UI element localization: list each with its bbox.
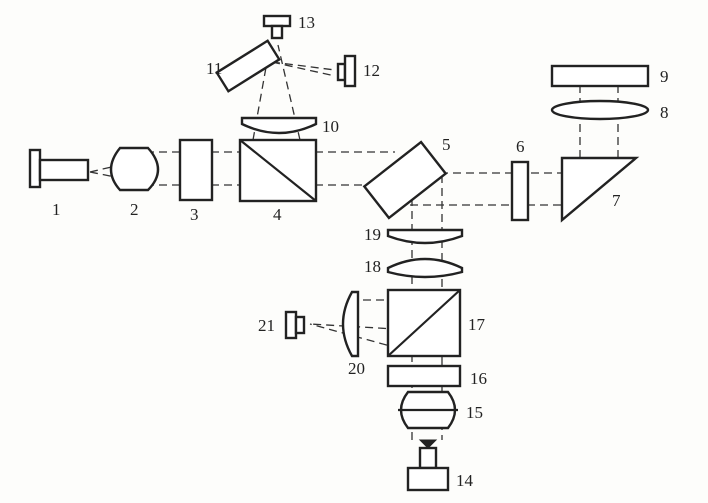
plate-9 [550,64,650,88]
plate-6 [510,160,530,222]
detector-14 [406,439,450,492]
label-12: 12 [363,61,380,80]
mirror-11 [215,39,281,93]
detector-13-head [270,24,284,40]
part-labels: 1 2 3 4 5 6 7 8 9 10 11 12 13 14 15 16 1… [52,13,669,490]
lens-19 [386,228,464,245]
cube-4-diagonal [239,139,317,202]
label-17: 17 [468,315,486,334]
label-13: 13 [298,13,315,32]
label-15: 15 [466,403,483,422]
detector-21-body [284,310,298,340]
label-16: 16 [470,369,487,388]
laser-body [38,158,90,182]
plate-5-body [362,140,448,220]
lens-20 [341,290,360,358]
beam-11-12-lower [271,61,336,77]
label-9: 9 [660,67,669,86]
lens-10 [240,116,318,135]
beam-11-12-upper [271,61,336,71]
beam-splitter-17 [386,288,462,358]
detector-12 [336,54,357,88]
laser-base [28,148,42,189]
label-20: 20 [348,359,365,378]
label-7: 7 [612,191,621,210]
label-18: 18 [364,257,381,276]
splitter-plate-5 [362,140,448,220]
label-19: 19 [364,225,381,244]
label-10: 10 [322,117,339,136]
label-4: 4 [273,205,282,224]
label-1: 1 [52,200,61,219]
lens-8 [550,99,650,121]
laser-source [28,148,90,189]
label-5: 5 [442,135,451,154]
label-3: 3 [190,205,199,224]
lens-18 [386,257,464,279]
detector-21-head [294,315,306,335]
label-2: 2 [130,200,139,219]
label-6: 6 [516,137,525,156]
detector-13-body [262,14,292,28]
label-11: 11 [206,59,222,78]
detector-12-body [343,54,357,88]
detector-21 [284,310,306,340]
plate-3 [178,138,214,202]
beam-1-2-lower [89,171,121,179]
label-14: 14 [456,471,474,490]
beam-arrow-14 [418,439,438,449]
plate-16 [386,364,462,388]
mirror-11-body [215,39,281,93]
lens-2 [109,146,160,192]
beam-splitter-4 [238,138,318,203]
beam-1-2-upper [89,164,121,173]
beam-paths [89,44,620,440]
cube-17-diagonal [387,289,461,357]
detector-14-head [418,446,438,470]
label-8: 8 [660,103,669,122]
label-21: 21 [258,316,275,335]
detector-14-body [406,466,450,492]
detector-13 [262,14,292,40]
prism-7 [560,156,640,223]
